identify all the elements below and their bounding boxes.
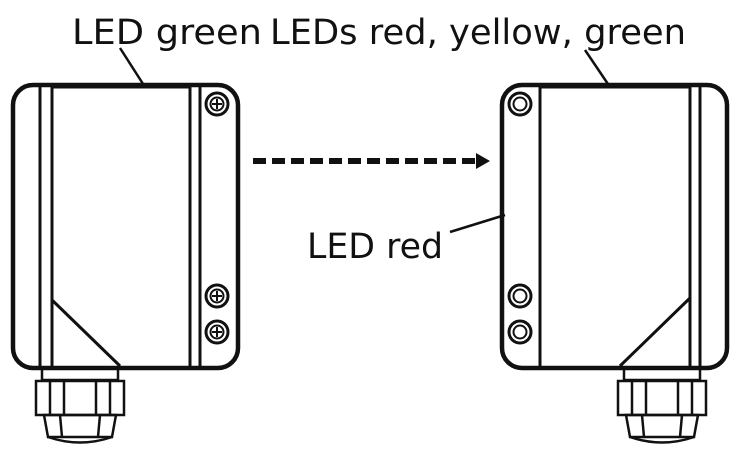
right-cable-gland (616, 366, 708, 444)
label-led-green: LED green (72, 13, 262, 53)
arrow-head (476, 153, 490, 169)
left-cable-gland (34, 366, 126, 444)
left-screw-bottom (204, 319, 230, 345)
right-screw-top (507, 91, 533, 117)
leader-line-led-green (118, 47, 147, 88)
dashed-arrow (253, 153, 490, 169)
left-screw-mid (204, 283, 230, 309)
label-led-red: LED red (307, 227, 443, 267)
leader-line-led-red (449, 213, 506, 234)
leader-lines (118, 47, 612, 234)
left-sensor-body (10, 82, 241, 371)
label-leds-red-yellow-green: LEDs red, yellow, green (270, 13, 686, 53)
right-screw-mid (507, 283, 533, 309)
leader-line-leds-rgy (583, 49, 612, 88)
left-sensor (10, 82, 241, 444)
left-screw-top (204, 91, 230, 117)
right-sensor-body (499, 82, 730, 371)
right-sensor (499, 82, 730, 444)
right-screw-bottom (507, 319, 533, 345)
